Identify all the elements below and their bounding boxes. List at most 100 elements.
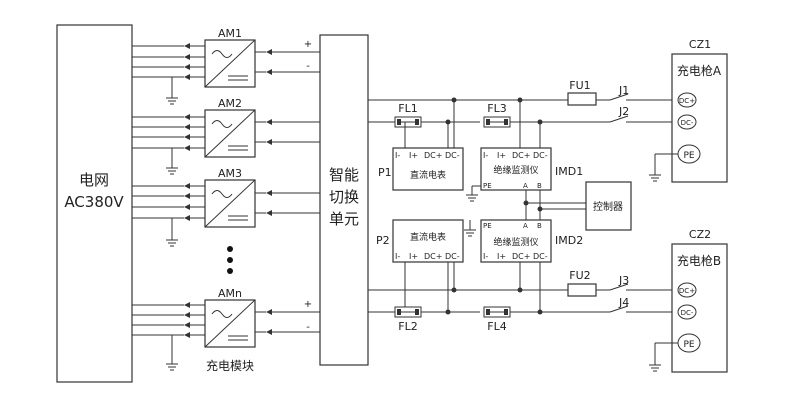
module-label-am2: AM2 bbox=[218, 97, 242, 110]
p1-pin-1: I- bbox=[395, 151, 400, 160]
ground-icon bbox=[465, 194, 479, 202]
gun-b-pe-label: PE bbox=[683, 340, 694, 350]
p2-name: 直流电表 bbox=[410, 231, 446, 243]
switch-unit-box bbox=[319, 34, 369, 366]
imd2-b: B bbox=[537, 222, 542, 230]
grid-voltage-label: AC380V bbox=[64, 193, 124, 211]
module-am2: AM2 bbox=[204, 97, 256, 158]
module-am1: AM1 bbox=[204, 27, 256, 88]
p1-pin-2: I+ bbox=[409, 151, 418, 160]
module-am3: AM3 bbox=[204, 167, 256, 228]
gun-a-dc-plus-pin bbox=[677, 92, 697, 108]
controller-bus-lines bbox=[525, 190, 586, 220]
input-connector-arrows bbox=[184, 43, 190, 338]
p1-pin-4: DC- bbox=[445, 151, 460, 160]
imd2-label: IMD2 bbox=[555, 234, 583, 247]
imd2-pe: PE bbox=[483, 222, 492, 230]
ground-icon bbox=[463, 229, 477, 237]
p1-pin-3: DC+ bbox=[424, 151, 442, 160]
grid-box bbox=[56, 24, 133, 383]
module-label-amn: AMn bbox=[218, 287, 242, 300]
polarity-plus-top: + bbox=[304, 39, 312, 50]
imd1-a: A bbox=[523, 182, 528, 190]
fuse-label-fu2: FU2 bbox=[569, 269, 590, 282]
filter-fl3 bbox=[483, 116, 511, 128]
imd1-box bbox=[480, 147, 552, 191]
filter-fl4 bbox=[483, 306, 511, 318]
fuse-fu1 bbox=[567, 92, 597, 106]
imd1-pin-1: I- bbox=[483, 151, 488, 160]
p2-pin-4: DC- bbox=[445, 252, 460, 261]
meter-p2 bbox=[392, 219, 464, 263]
connector-label-cz2: CZ2 bbox=[689, 228, 711, 241]
fuse-label-fu1: FU1 bbox=[569, 79, 590, 92]
contactor-label-j1: J1 bbox=[618, 84, 629, 97]
gun-b-dc-minus-pin bbox=[677, 304, 697, 320]
filter-label-fl1: FL1 bbox=[398, 102, 417, 115]
filter-fl2 bbox=[394, 306, 422, 318]
filter-fl1 bbox=[394, 116, 422, 128]
contactor-label-j3: J3 bbox=[618, 274, 629, 287]
gun-a-label: 充电枪A bbox=[677, 63, 722, 78]
module-label-am3: AM3 bbox=[218, 167, 242, 180]
filter-label-fl4: FL4 bbox=[487, 320, 506, 333]
module-amn: AMn bbox=[204, 287, 256, 348]
ground-icon bbox=[648, 364, 662, 372]
upper-dc-bus bbox=[368, 99, 610, 123]
module-label-am1: AM1 bbox=[218, 27, 242, 40]
ground-icon bbox=[165, 239, 179, 247]
imd2-pin-4: DC- bbox=[533, 252, 548, 261]
p1-name: 直流电表 bbox=[410, 169, 446, 181]
gun-b-dc-plus-pin bbox=[677, 282, 697, 298]
gun-a-dc-minus-label: DC- bbox=[681, 119, 694, 127]
imd1-name: 绝缘监测仪 bbox=[493, 164, 538, 176]
controller-box bbox=[585, 181, 632, 231]
gun-b-dc-plus-label: DC+ bbox=[679, 287, 695, 295]
p2-pin-2: I+ bbox=[409, 252, 418, 261]
grid-label: 电网 bbox=[79, 171, 109, 189]
gun-a-dc-plus-label: DC+ bbox=[679, 97, 695, 105]
imd2-pin-3: DC+ bbox=[512, 252, 530, 261]
imd1-pin-2: I+ bbox=[497, 151, 506, 160]
switch-unit-label-3: 单元 bbox=[329, 210, 359, 228]
ground-icon bbox=[165, 363, 179, 371]
output-connector-arrows bbox=[266, 49, 272, 335]
gun-b-dc-minus-label: DC- bbox=[681, 309, 694, 317]
imd1-pin-3: DC+ bbox=[512, 151, 530, 160]
ellipsis-dots bbox=[227, 246, 233, 274]
fuse-fu2 bbox=[567, 283, 597, 297]
switch-unit-label-2: 切换 bbox=[329, 188, 359, 206]
connector-label-cz1: CZ1 bbox=[689, 38, 711, 51]
ground-icon bbox=[165, 167, 179, 175]
gun-a-dc-minus-pin bbox=[677, 114, 697, 130]
switch-unit-label-1: 智能 bbox=[329, 166, 359, 184]
filter-label-fl2: FL2 bbox=[398, 320, 417, 333]
imd2-pin-2: I+ bbox=[497, 252, 506, 261]
imd2-a: A bbox=[523, 222, 528, 230]
ground-icon bbox=[648, 174, 662, 182]
imd1-pe: PE bbox=[483, 182, 492, 190]
imd2-box bbox=[480, 219, 552, 263]
polarity-plus-bottom: + bbox=[304, 299, 312, 310]
meter-label-p2: P2 bbox=[376, 234, 390, 247]
ground-icon bbox=[165, 97, 179, 105]
p2-pin-3: DC+ bbox=[424, 252, 442, 261]
gun-a-pe-label: PE bbox=[683, 151, 694, 161]
imd2-pin-1: I- bbox=[483, 252, 488, 261]
contactor-j3-j4 bbox=[596, 283, 682, 313]
meter-p1 bbox=[392, 147, 464, 191]
imd1-label: IMD1 bbox=[555, 165, 583, 178]
polarity-minus-top: - bbox=[306, 61, 310, 72]
controller-label: 控制器 bbox=[593, 200, 623, 213]
module-input-lines bbox=[132, 45, 184, 336]
meter-label-p1: P1 bbox=[378, 166, 392, 179]
polarity-minus-bottom: - bbox=[306, 322, 310, 333]
contactor-j1-j2 bbox=[596, 93, 682, 123]
imd1-pin-4: DC- bbox=[533, 151, 548, 160]
modules-caption: 充电模块 bbox=[206, 358, 254, 373]
contactor-label-j4: J4 bbox=[618, 296, 629, 309]
contactor-label-j2: J2 bbox=[618, 105, 629, 118]
p2-pin-1: I- bbox=[395, 252, 400, 261]
filter-label-fl3: FL3 bbox=[487, 102, 506, 115]
